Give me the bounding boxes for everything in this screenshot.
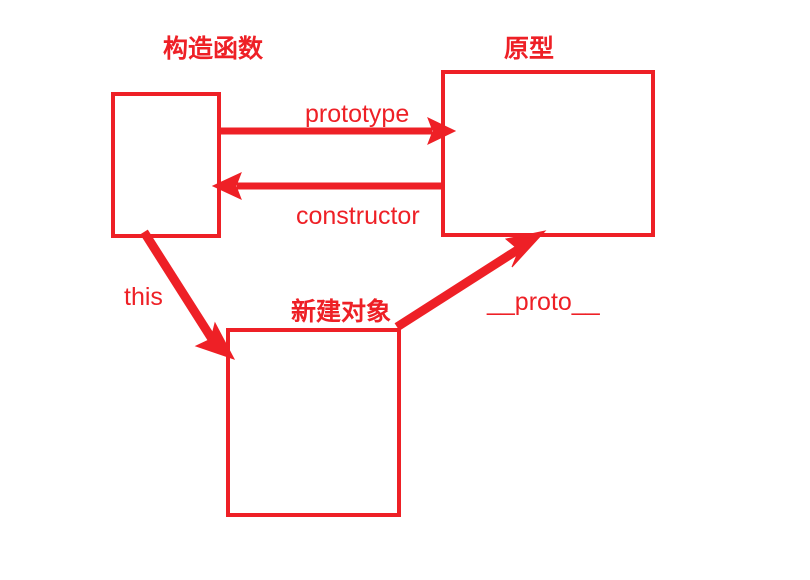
constructor-box[interactable] [111, 92, 221, 238]
constructor-edge-label: constructor [296, 202, 420, 230]
this-edge-label: this [124, 283, 163, 311]
prototype-arrow[interactable] [219, 117, 457, 145]
constructor-node-label: 构造函数 [163, 35, 264, 63]
newobject-box[interactable] [226, 328, 401, 517]
prototype-node-label: 原型 [504, 35, 555, 63]
proto-arrow[interactable] [394, 230, 547, 331]
this-arrow[interactable] [140, 229, 236, 360]
proto-edge-label: __proto__ [487, 288, 600, 316]
prototype-edge-label: prototype [305, 100, 410, 128]
newobject-node-label: 新建对象 [291, 298, 392, 326]
prototype-box[interactable] [441, 70, 655, 237]
constructor-arrow[interactable] [211, 172, 443, 200]
